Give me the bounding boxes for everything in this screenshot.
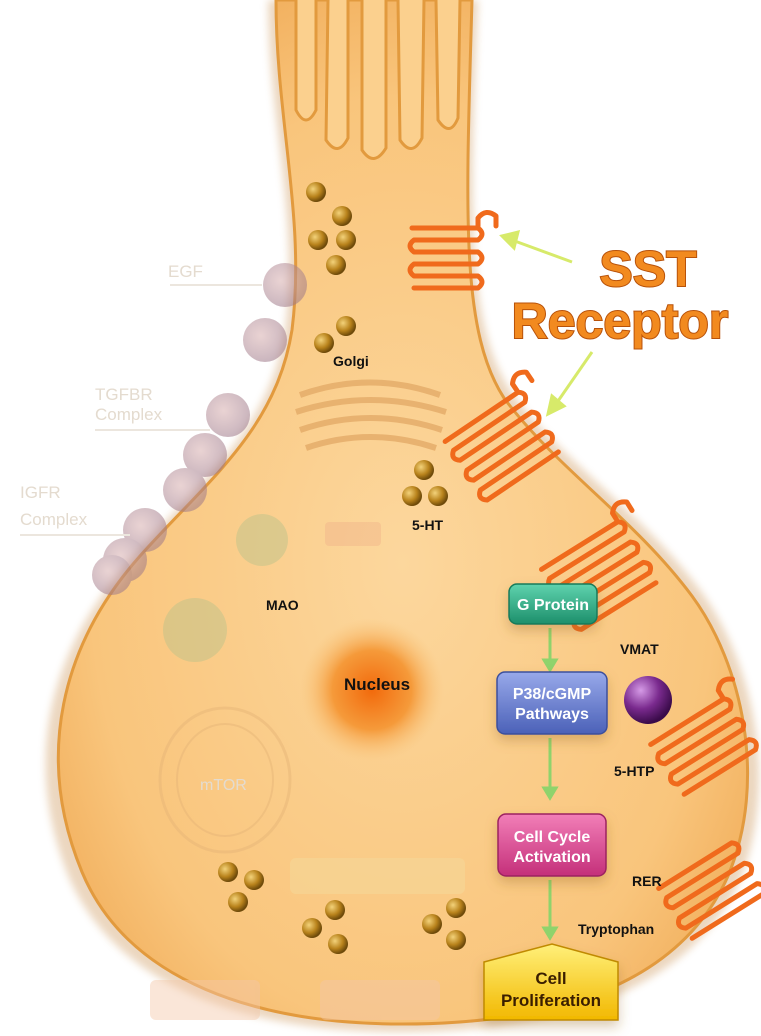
vmat-label: VMAT [620,641,659,657]
g-protein-text: G Protein [517,597,589,614]
cell-cycle-text-1: Cell Cycle [514,829,591,846]
tgfbr-label-1: TGFBR [95,385,153,404]
golgi-label: Golgi [333,353,369,369]
p38-cgmp-box [497,672,607,734]
igfr-label-2: Complex [20,510,88,529]
vmat-sphere [624,676,672,724]
tgfbr-label-2: Complex [95,405,163,424]
mtor-label: mTOR [200,777,247,794]
egf-label: EGF [168,262,203,281]
proliferation-text-2: Proliferation [501,991,601,1010]
sst-title-line2: Receptor [512,293,729,349]
cell-cycle-text-2: Activation [513,849,590,866]
p38-text-1: P38/cGMP [513,686,592,703]
mao-label: MAO [266,597,299,613]
sst-title-line1: SST [599,241,696,297]
nucleus-label: Nucleus [344,675,410,694]
5htp-label: 5-HTP [614,763,654,779]
p38-text-2: Pathways [515,706,589,723]
tryptophan-label: Tryptophan [578,921,654,937]
igfr-label-1: IGFR [20,483,61,502]
rer-label: RER [632,873,662,889]
serotonin-label: 5-HT [412,517,444,533]
proliferation-text-1: Cell [535,969,566,988]
